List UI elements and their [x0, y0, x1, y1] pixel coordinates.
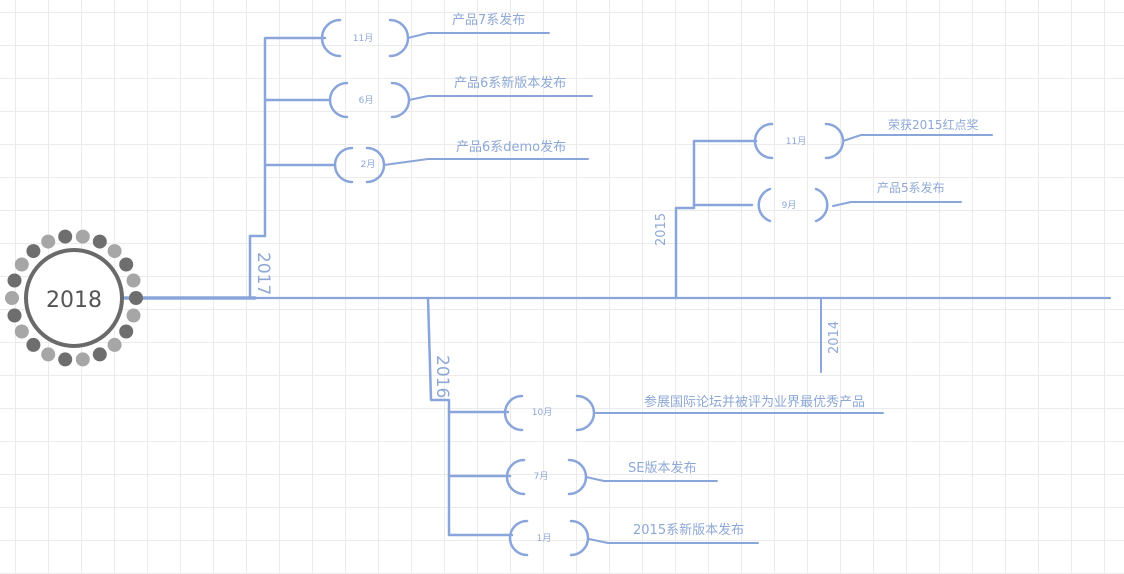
root-dot: [58, 352, 73, 367]
root-dot: [129, 291, 143, 305]
root-dot: [41, 347, 56, 362]
root-label: 2018: [46, 288, 102, 313]
event-text: 荣获2015红点奖: [888, 117, 979, 132]
root-dot: [14, 324, 29, 339]
root-dot: [119, 257, 134, 272]
root-dot: [41, 234, 56, 249]
root-dot: [7, 273, 22, 288]
year-label-2015: 2015: [654, 213, 669, 246]
root-dot: [92, 347, 107, 362]
event-month: 11月: [353, 33, 373, 44]
root-dot: [107, 244, 122, 259]
root-dot: [7, 308, 22, 323]
event-node[interactable]: 1月 2015系新版本发布: [508, 519, 759, 557]
year-label-2014: 2014: [827, 321, 842, 354]
event-text: SE版本发布: [628, 460, 696, 476]
root-dot-ring: [5, 229, 143, 367]
event-text: 产品5系发布: [877, 180, 945, 195]
root-dot: [126, 273, 141, 288]
event-node[interactable]: 2月 产品6系demo发布: [333, 139, 589, 184]
root-dot: [14, 257, 29, 272]
root-node[interactable]: 2018: [5, 229, 143, 367]
root-ring: [24, 248, 124, 348]
root-dot: [92, 234, 107, 249]
event-month: 7月: [534, 471, 549, 482]
event-month: 11月: [786, 136, 806, 147]
root-dot: [5, 291, 19, 305]
event-month: 10月: [532, 407, 552, 418]
branch-2014[interactable]: 2014: [820, 297, 842, 373]
root-dot: [126, 308, 141, 323]
event-text: 产品7系发布: [452, 12, 525, 28]
branch-2017[interactable]: 2017 11月 产品7系发布 6月 产品6系新版本发布 2月 产品6系demo…: [248, 12, 593, 300]
root-dot: [26, 337, 41, 352]
event-node[interactable]: 11月 产品7系发布: [320, 12, 550, 58]
event-node[interactable]: 11月 荣获2015红点奖: [753, 117, 993, 160]
root-dot: [75, 229, 90, 244]
year-label-2016: 2016: [432, 355, 452, 398]
branch-2016[interactable]: 2016 10月 参展国际论坛并被评为业界最优秀产品 7月 SE版本发布 1月 …: [426, 296, 884, 557]
event-text: 参展国际论坛并被评为业界最优秀产品: [644, 394, 865, 410]
event-text: 产品6系新版本发布: [454, 75, 566, 91]
event-month: 6月: [359, 95, 374, 106]
root-dot: [26, 244, 41, 259]
root-dot: [75, 352, 90, 367]
event-text: 2015系新版本发布: [633, 522, 744, 538]
event-node[interactable]: 10月 参展国际论坛并被评为业界最优秀产品: [503, 394, 884, 432]
root-dot: [119, 324, 134, 339]
event-text: 产品6系demo发布: [456, 139, 566, 155]
event-node[interactable]: 7月 SE版本发布: [505, 458, 718, 496]
root-dot: [107, 337, 122, 352]
event-month: 9月: [782, 200, 797, 211]
event-node[interactable]: 9月 产品5系发布: [757, 180, 962, 223]
event-node[interactable]: 6月 产品6系新版本发布: [328, 75, 593, 119]
branch-2015[interactable]: 2015 11月 荣获2015红点奖 9月 产品5系发布: [654, 117, 993, 300]
year-label-2017: 2017: [253, 252, 273, 295]
event-month: 2月: [361, 159, 376, 170]
root-dot: [58, 229, 73, 244]
event-month: 1月: [537, 533, 552, 544]
